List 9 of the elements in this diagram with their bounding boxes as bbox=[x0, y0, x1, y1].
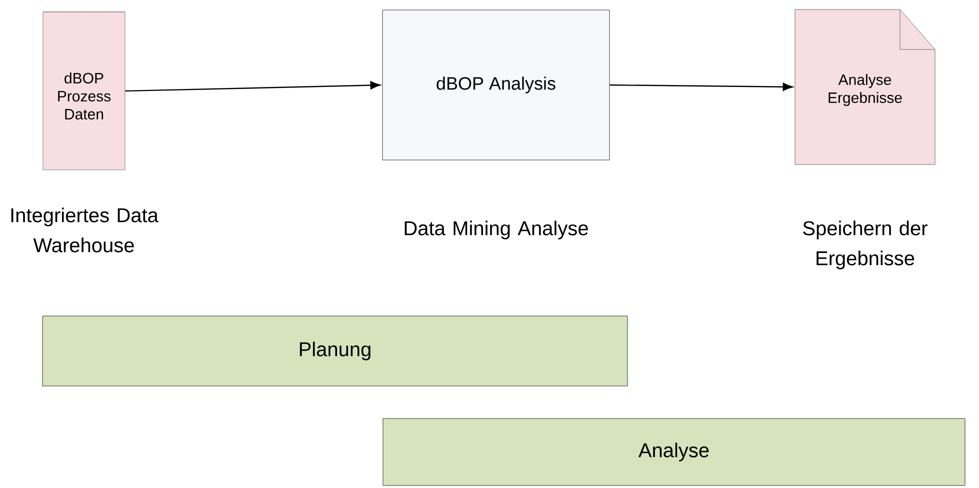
phase-bar: Planung bbox=[42, 316, 628, 386]
caption-text: Data Mining Analyse bbox=[404, 220, 588, 240]
caption-text: Integriertes Data Warehouse bbox=[11, 208, 158, 252]
arrow bbox=[125, 81, 380, 92]
arrow bbox=[610, 82, 793, 91]
phase-bar: Analyse bbox=[382, 418, 966, 486]
process-box: dBOP Analysis bbox=[382, 10, 610, 160]
database-cylinder: dBOP Prozess Daten bbox=[42, 12, 126, 170]
caption-text: Speichern der Ergebnisse bbox=[803, 220, 928, 270]
